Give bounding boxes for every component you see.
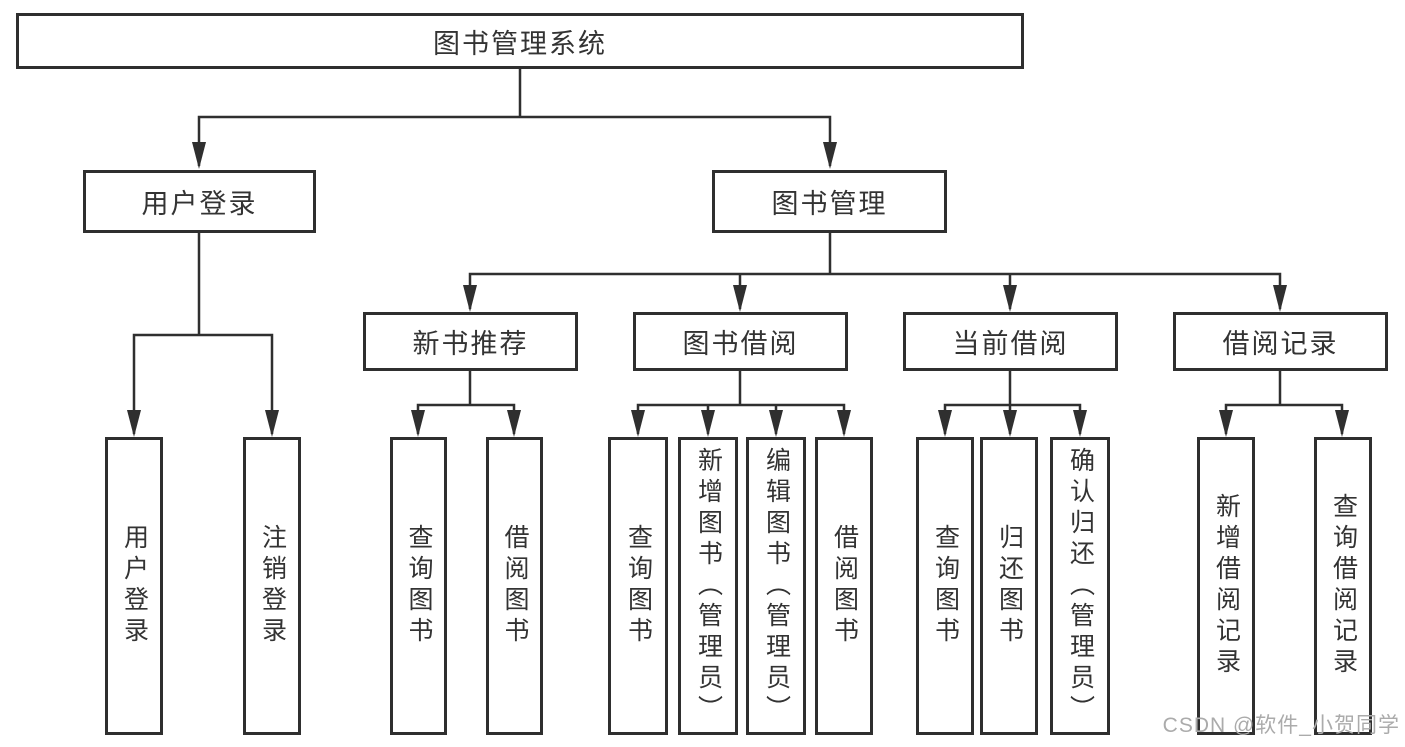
- leaf-query-books-borrow: 查询图书: [608, 437, 668, 735]
- arrowheads: [127, 142, 1349, 437]
- leaf-query-books-current: 查询图书: [916, 437, 974, 735]
- leaf-user-login: 用户登录: [105, 437, 163, 735]
- leaf-query-books-recommend: 查询图书: [390, 437, 447, 735]
- connector-borrow-records-to-children: [1224, 371, 1344, 434]
- node-label: 图书管理系统: [433, 28, 607, 59]
- arrow-icon: [701, 410, 715, 437]
- connector-user-login-to-children: [132, 233, 274, 434]
- node-label: 确认归还（管理员）: [1066, 446, 1095, 726]
- leaf-query-borrow-record: 查询借阅记录: [1314, 437, 1372, 735]
- leaf-add-book-admin: 新增图书（管理员）: [678, 437, 738, 735]
- node-label: 借阅记录: [1222, 329, 1339, 359]
- leaf-borrow-book: 借阅图书: [815, 437, 873, 735]
- node-new-book-recommend: 新书推荐: [363, 312, 578, 371]
- node-label: 查询借阅记录: [1329, 493, 1358, 679]
- arrow-icon: [837, 410, 851, 437]
- node-label: 归还图书: [995, 524, 1024, 648]
- node-label: 当前借阅: [952, 329, 1069, 359]
- node-label: 查询图书: [931, 524, 960, 648]
- leaf-borrow-books-recommend: 借阅图书: [486, 437, 543, 735]
- node-label: 图书借阅: [682, 329, 799, 359]
- leaf-confirm-return-admin: 确认归还（管理员）: [1050, 437, 1110, 735]
- node-label: 用户登录: [141, 189, 258, 219]
- node-label: 新增借阅记录: [1212, 493, 1241, 679]
- node-user-login: 用户登录: [83, 170, 316, 233]
- arrow-icon: [1003, 410, 1017, 437]
- arrow-icon: [631, 410, 645, 437]
- arrow-icon: [823, 142, 837, 169]
- arrow-icon: [1219, 410, 1233, 437]
- arrow-icon: [192, 142, 206, 169]
- arrow-icon: [733, 285, 747, 312]
- node-book-management: 图书管理: [712, 170, 947, 233]
- leaf-return-book: 归还图书: [980, 437, 1038, 735]
- node-label: 查询图书: [624, 524, 653, 648]
- arrow-icon: [938, 410, 952, 437]
- leaf-add-borrow-record: 新增借阅记录: [1197, 437, 1255, 735]
- arrow-icon: [411, 410, 425, 437]
- arrow-icon: [1273, 285, 1287, 312]
- node-root-system: 图书管理系统: [16, 13, 1024, 69]
- leaf-logout: 注销登录: [243, 437, 301, 735]
- node-label: 新书推荐: [412, 329, 529, 359]
- connector-book-borrow-to-children: [636, 371, 846, 434]
- node-label: 查询图书: [405, 524, 433, 648]
- arrow-icon: [463, 285, 477, 312]
- node-label: 注销登录: [258, 524, 287, 648]
- node-label: 用户登录: [120, 524, 149, 648]
- node-label: 借阅图书: [501, 524, 529, 648]
- connector-root-to-level1: [197, 69, 832, 166]
- arrow-icon: [1073, 410, 1087, 437]
- arrow-icon: [507, 410, 521, 437]
- node-label: 新增图书（管理员）: [694, 446, 723, 726]
- node-label: 图书管理: [771, 189, 888, 219]
- arrow-icon: [1335, 410, 1349, 437]
- node-label: 借阅图书: [830, 524, 859, 648]
- leaf-edit-book-admin: 编辑图书（管理员）: [746, 437, 806, 735]
- csdn-watermark: CSDN @软件_小贺同学: [1162, 714, 1400, 737]
- arrow-icon: [1003, 285, 1017, 312]
- arrow-icon: [127, 410, 141, 437]
- node-current-borrowing: 当前借阅: [903, 312, 1118, 371]
- connector-book-mgmt-to-level2: [468, 233, 1282, 309]
- node-book-borrowing: 图书借阅: [633, 312, 848, 371]
- connector-new-book-rec-to-children: [416, 371, 516, 434]
- node-borrowing-records: 借阅记录: [1173, 312, 1388, 371]
- node-label: 编辑图书（管理员）: [762, 446, 791, 726]
- arrow-icon: [265, 410, 279, 437]
- arrow-icon: [769, 410, 783, 437]
